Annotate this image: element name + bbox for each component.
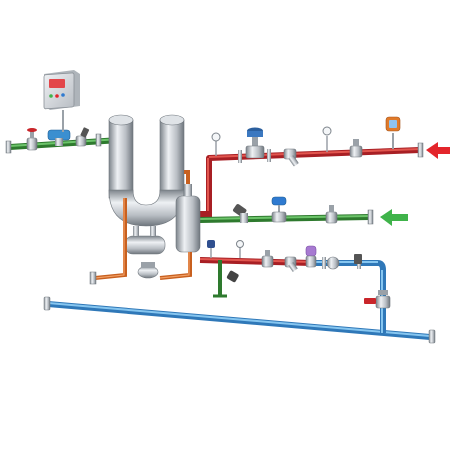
red-arrow-left-icon	[426, 142, 450, 159]
thermometer-icon	[354, 254, 362, 264]
indicator-red-icon	[55, 94, 59, 98]
indicator-green-icon	[49, 94, 53, 98]
riser-valve-icon	[364, 290, 391, 309]
pressure-gauge-icon	[236, 240, 244, 258]
condensate-flowmeter-icon	[47, 129, 71, 146]
temperature-transmitter-icon	[385, 116, 401, 149]
cold-pipe-flange-right	[428, 329, 436, 344]
pump-icon	[137, 262, 159, 279]
hot-water-piping	[89, 198, 192, 285]
y-strainer-icon	[283, 148, 299, 167]
check-valve-icon	[322, 256, 340, 270]
cabinet-screen	[49, 79, 65, 88]
pressure-transmitter-icon	[207, 240, 215, 258]
steam-trap-icon	[226, 270, 239, 283]
steam-inlet-line	[200, 116, 424, 217]
strainer-icon	[75, 127, 90, 147]
control-cabinet-icon	[43, 70, 80, 110]
indicator-blue-icon	[61, 93, 65, 97]
cold-pipe-flange-left	[43, 296, 51, 311]
steam-trap-icon	[233, 204, 248, 223]
green-arrow-left-icon	[380, 209, 408, 226]
steam-inlet-flange	[417, 142, 424, 158]
pressure-gauge-icon	[211, 132, 221, 156]
condensate-line-left	[5, 110, 123, 154]
return-flowmeter-icon	[271, 196, 287, 223]
gate-valve-icon	[261, 250, 274, 268]
condensate-return-line	[197, 196, 374, 225]
pneumatic-control-valve-icon	[245, 127, 265, 159]
gate-valve-icon	[325, 205, 338, 224]
gate-valve-icon	[26, 128, 38, 151]
gate-valve-icon	[349, 139, 363, 158]
condensate-tank	[124, 226, 166, 255]
y-strainer-icon	[284, 256, 298, 272]
u-tube-heat-exchanger	[108, 114, 185, 227]
pressure-gauge-icon	[322, 126, 332, 152]
steam-lower-line	[199, 240, 362, 298]
safety-valve-icon	[305, 245, 317, 268]
